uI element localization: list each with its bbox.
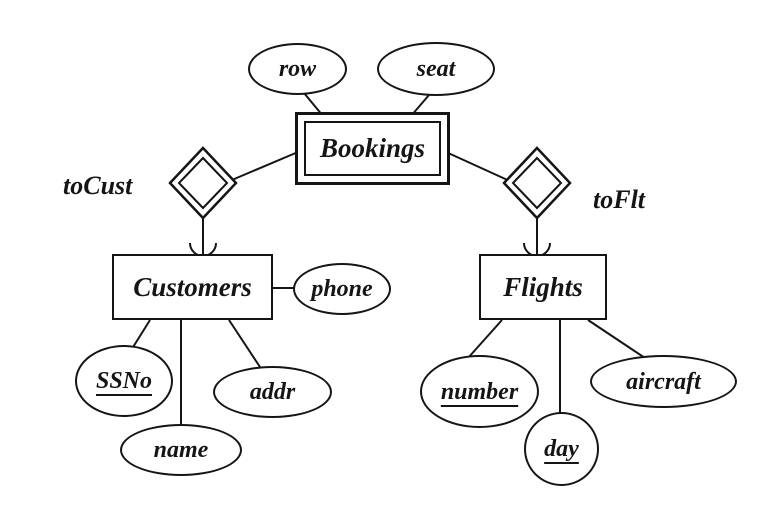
edge-customers-addr bbox=[228, 319, 263, 371]
attribute-day: day bbox=[524, 412, 599, 486]
edge-flights-number bbox=[467, 319, 503, 359]
edge-flights-aircraft bbox=[587, 319, 646, 359]
attribute-number: number bbox=[420, 355, 539, 428]
attribute-addr: addr bbox=[213, 366, 332, 418]
entity-customers-label: Customers bbox=[133, 271, 252, 302]
attribute-seat: seat bbox=[377, 42, 495, 96]
entity-flights-label: Flights bbox=[503, 271, 583, 302]
attribute-day-label: day bbox=[544, 436, 579, 462]
attribute-ssno-label: SSNo bbox=[95, 368, 153, 394]
attribute-name: name bbox=[120, 424, 242, 476]
entity-bookings: Bookings bbox=[295, 112, 450, 185]
entity-flights: Flights bbox=[479, 254, 607, 320]
relationship-tocust-label: toCust bbox=[63, 171, 133, 200]
attribute-aircraft-label: aircraft bbox=[626, 368, 701, 395]
attribute-row-label: row bbox=[278, 56, 317, 82]
attribute-phone-label: phone bbox=[311, 276, 373, 302]
attribute-number-label: number bbox=[440, 378, 519, 405]
attribute-seat-label: seat bbox=[416, 56, 456, 82]
tocust-diamond-inner bbox=[177, 156, 229, 210]
attribute-name-label: name bbox=[153, 437, 209, 463]
entity-customers: Customers bbox=[112, 254, 273, 320]
attribute-ssno: SSNo bbox=[75, 345, 173, 417]
toflt-diamond-inner bbox=[511, 156, 563, 210]
attribute-addr-label: addr bbox=[249, 379, 296, 405]
attribute-row: row bbox=[248, 43, 347, 95]
attribute-aircraft: aircraft bbox=[590, 355, 737, 408]
entity-bookings-inner-border: Bookings bbox=[304, 121, 441, 176]
relationship-toflt-label: toFlt bbox=[593, 185, 646, 214]
attribute-phone: phone bbox=[293, 263, 391, 315]
entity-bookings-label: Bookings bbox=[319, 133, 426, 163]
